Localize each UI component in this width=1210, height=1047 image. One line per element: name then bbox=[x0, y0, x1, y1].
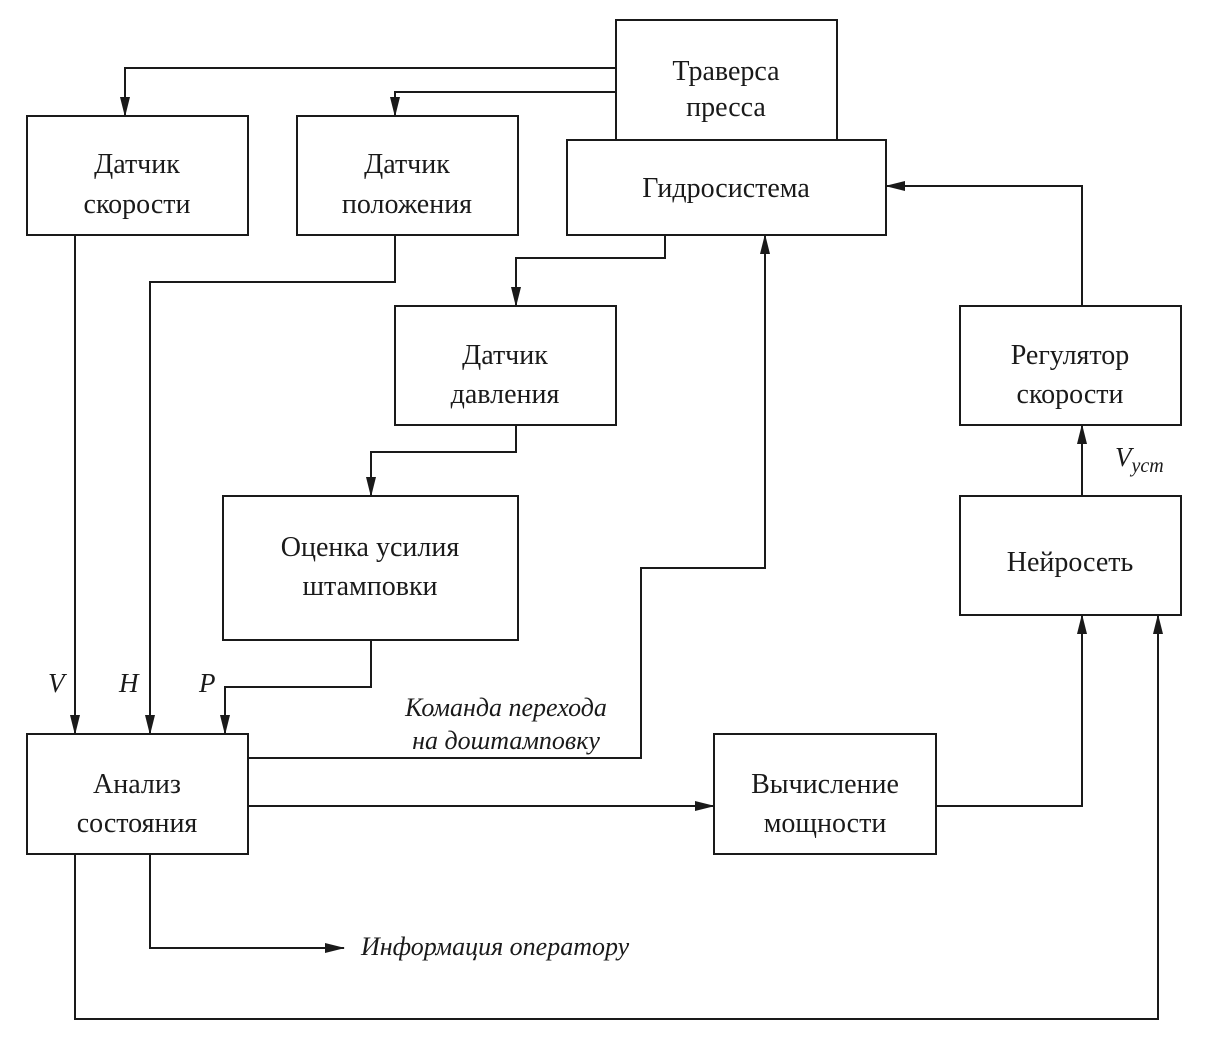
signal-label-p: P bbox=[198, 668, 216, 698]
block-position-sensor: Датчик положения bbox=[296, 115, 519, 236]
connector-traversa-to-position-sensor bbox=[390, 91, 616, 117]
block-force-estimate-line2: штамповки bbox=[302, 571, 437, 602]
connector-traversa-to-speed-sensor bbox=[120, 67, 616, 117]
connector-analysis-to-operator bbox=[149, 854, 345, 953]
connector-power-to-neural-net bbox=[936, 614, 1087, 807]
annotation-command-line2: на доштамповку bbox=[412, 726, 600, 755]
block-speed-sensor-line2: скорости bbox=[84, 189, 191, 220]
block-traversa-line2: пресса bbox=[686, 92, 766, 123]
signal-label-v-set-main: V bbox=[1115, 442, 1135, 472]
signal-label-h: H bbox=[118, 668, 140, 698]
connector-analysis-to-neural-net bbox=[74, 614, 1163, 1020]
block-pressure-sensor: Датчик давления bbox=[394, 305, 617, 426]
block-state-analysis-line2: состояния bbox=[77, 808, 198, 839]
block-hydro-label: Гидросистема bbox=[642, 173, 810, 204]
connector-pressure-to-force bbox=[366, 425, 517, 497]
block-hydro: Гидросистема bbox=[566, 139, 887, 236]
annotation-command-line1: Команда перехода bbox=[404, 693, 607, 722]
block-speed-sensor-line1: Датчик bbox=[94, 149, 180, 180]
connector-analysis-to-hydro bbox=[248, 234, 770, 759]
block-state-analysis-line1: Анализ bbox=[93, 769, 181, 800]
signal-label-v: V bbox=[48, 668, 68, 698]
block-neural-net: Нейросеть bbox=[959, 495, 1182, 616]
connector-hydro-to-pressure-sensor bbox=[511, 235, 666, 307]
annotation-operator-info: Информация оператору bbox=[360, 932, 630, 961]
block-traversa: Траверса пресса bbox=[615, 19, 838, 141]
block-power-calc: Вычисление мощности bbox=[713, 733, 937, 855]
block-force-estimate-line1: Оценка усилия bbox=[281, 532, 460, 563]
block-traversa-line1: Траверса bbox=[672, 56, 780, 87]
block-state-analysis: Анализ состояния bbox=[26, 733, 249, 855]
block-speed-sensor: Датчик скорости bbox=[26, 115, 249, 236]
signal-label-v-set-subscript: уст bbox=[1130, 455, 1164, 477]
connector-force-to-analysis bbox=[220, 640, 372, 735]
block-pressure-sensor-line2: давления bbox=[451, 379, 560, 410]
block-speed-regulator: Регулятор скорости bbox=[959, 305, 1182, 426]
block-pressure-sensor-line1: Датчик bbox=[462, 340, 548, 371]
block-neural-net-label: Нейросеть bbox=[1007, 547, 1134, 578]
block-position-sensor-line1: Датчик bbox=[364, 149, 450, 180]
block-force-estimate: Оценка усилия штамповки bbox=[222, 495, 519, 641]
block-speed-regulator-line2: скорости bbox=[1017, 379, 1124, 410]
connector-regulator-to-hydro bbox=[885, 181, 1083, 306]
block-position-sensor-line2: положения bbox=[342, 189, 472, 220]
block-power-calc-line1: Вычисление bbox=[751, 769, 899, 800]
connector-position-to-analysis bbox=[145, 235, 396, 735]
block-speed-regulator-line1: Регулятор bbox=[1011, 340, 1130, 371]
block-power-calc-line2: мощности bbox=[764, 808, 887, 839]
signal-label-v-set: Vуст bbox=[1115, 442, 1164, 477]
